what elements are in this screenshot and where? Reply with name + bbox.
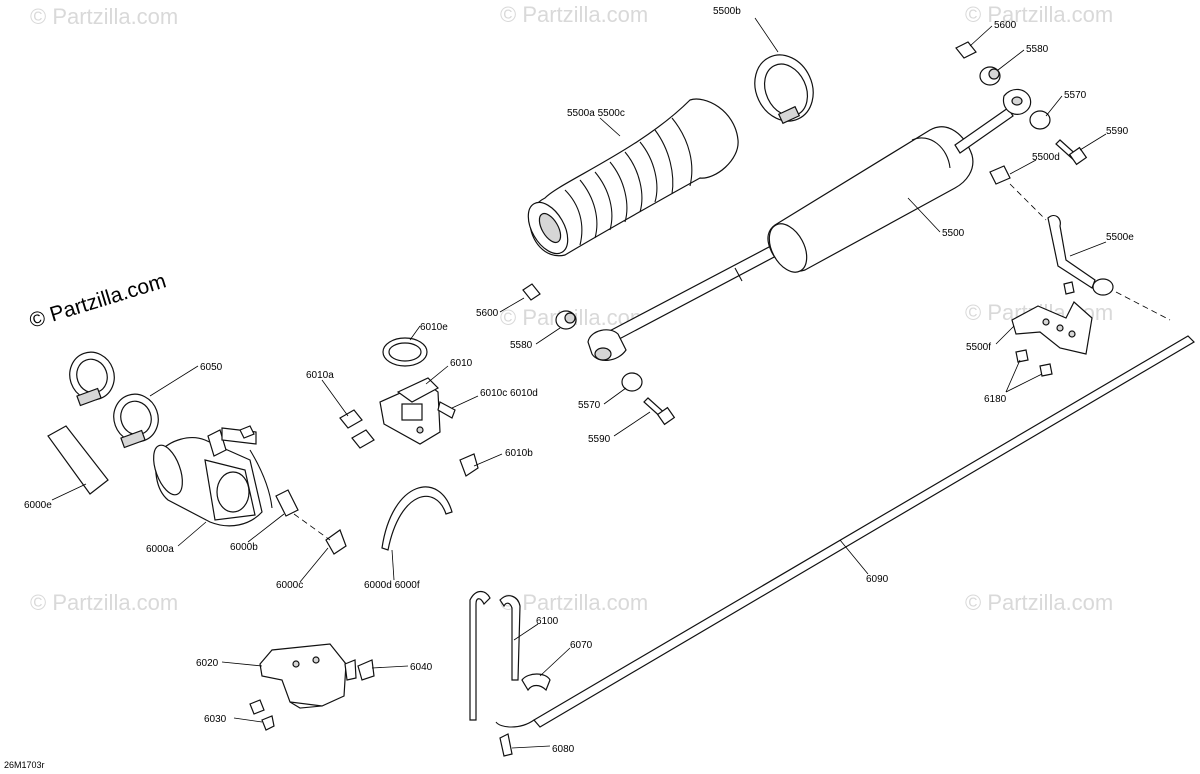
pump-motor: [153, 425, 273, 527]
label-6010e: 6010e: [420, 322, 448, 333]
watermark: © Partzilla.com: [965, 590, 1113, 615]
bellows-boot: [527, 98, 739, 257]
drawing-code: 26M1703r: [4, 760, 45, 770]
label-6180: 6180: [984, 394, 1007, 405]
label-5500f: 5500f: [966, 342, 991, 353]
clamps-6050: [69, 351, 159, 449]
label-6010b: 6010b: [505, 448, 533, 459]
bracket-5500f: [1011, 281, 1093, 377]
label-6000c: 6000c: [276, 580, 303, 591]
label-5590-mid: 5590: [588, 434, 611, 445]
label-6010a: 6010a: [306, 370, 334, 381]
rod-end-hardware: [522, 283, 676, 426]
hose-fitting-5500e: [1047, 214, 1114, 296]
label-6000d-6000f: 6000d 6000f: [364, 580, 420, 591]
label-5580-mid: 5580: [510, 340, 533, 351]
label-6000a: 6000a: [146, 544, 174, 555]
label-6080: 6080: [552, 744, 575, 755]
label-6100: 6100: [536, 616, 559, 627]
label-5500: 5500: [942, 228, 965, 239]
label-5500b: 5500b: [713, 6, 741, 17]
brand-logo: © Partzilla.com: [27, 269, 169, 332]
label-6040: 6040: [410, 662, 433, 673]
watermark: © Partzilla.com: [500, 590, 648, 615]
leader-lines: [51, 17, 1107, 749]
label-6090: 6090: [866, 574, 889, 585]
label-5500d: 5500d: [1032, 152, 1060, 163]
watermark: © Partzilla.com: [30, 4, 178, 29]
label-5600-mid: 5600: [476, 308, 499, 319]
label-5580: 5580: [1026, 44, 1049, 55]
watermark: © Partzilla.com: [30, 590, 178, 615]
label-5500a-5500c: 5500a 5500c: [567, 108, 625, 119]
watermark: © Partzilla.com: [500, 2, 648, 27]
fittings-6000: [275, 489, 347, 555]
label-6000e: 6000e: [24, 500, 52, 511]
label-6030: 6030: [204, 714, 227, 725]
hose-6000d: [381, 486, 453, 551]
label-6050: 6050: [200, 362, 223, 373]
label-5590: 5590: [1106, 126, 1129, 137]
watermark: © Partzilla.com: [965, 2, 1113, 27]
bracket-6020: [249, 643, 375, 731]
top-right-hardware: [955, 41, 1088, 185]
label-5570: 5570: [1064, 90, 1087, 101]
label-6020: 6020: [196, 658, 219, 669]
label-5500e: 5500e: [1106, 232, 1134, 243]
clamp-5500b: [754, 54, 814, 125]
part-labels: 5600 5580 5570 5590 5500b 5500a 5500c 55…: [24, 6, 1134, 755]
label-6010c-6010d: 6010c 6010d: [480, 388, 538, 399]
label-5570-mid: 5570: [578, 400, 601, 411]
tube-6090: [495, 183, 1195, 728]
steering-cylinder: [587, 88, 1032, 361]
label-6010: 6010: [450, 358, 473, 369]
hoses-lower: [469, 590, 551, 757]
label-5600: 5600: [994, 20, 1017, 31]
pad-6000e: [47, 425, 109, 495]
label-6000b: 6000b: [230, 542, 258, 553]
solenoid-valve: [339, 337, 479, 477]
label-6070: 6070: [570, 640, 593, 651]
watermarks: © Partzilla.com © Partzilla.com © Partzi…: [30, 2, 1113, 615]
